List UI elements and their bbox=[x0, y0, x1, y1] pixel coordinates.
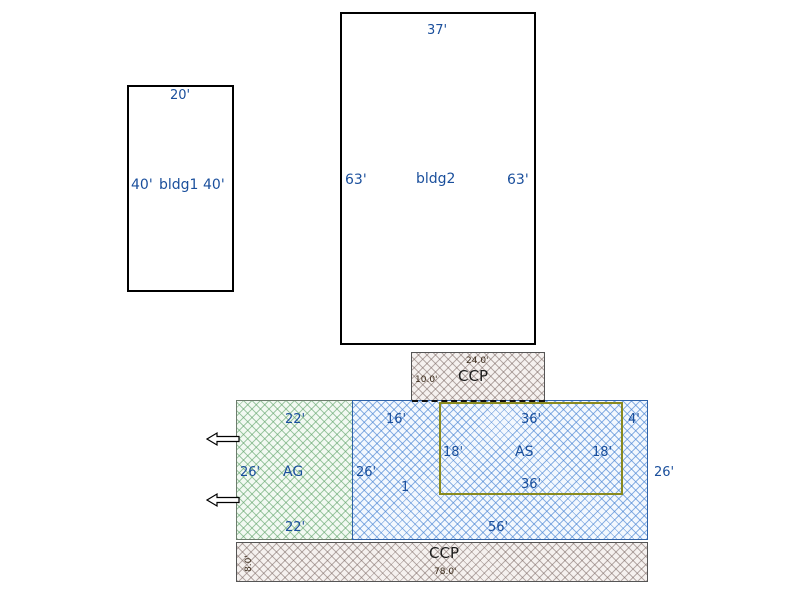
bottom-ccp-region bbox=[236, 542, 648, 582]
bldg1-top-dimension: 20' bbox=[170, 88, 191, 103]
building-bldg2 bbox=[340, 12, 536, 345]
ag-left-dimension: 26' bbox=[240, 465, 261, 480]
bottom-ccp-label: CCP bbox=[429, 544, 459, 562]
bldg2-right-dimension: 63' bbox=[507, 172, 529, 188]
ag-bottom-dimension: 22' bbox=[285, 520, 306, 535]
access-arrow-top bbox=[206, 431, 240, 447]
blue-region-1 bbox=[352, 400, 648, 540]
top-ccp-top-dimension: 24.0' bbox=[466, 356, 489, 366]
access-arrow-bottom bbox=[206, 492, 240, 508]
bottom-ccp-left-dimension: 8.0' bbox=[244, 555, 254, 572]
blue-left-dimension: 26' bbox=[356, 465, 377, 480]
as-region bbox=[439, 402, 623, 495]
bldg1-left-dimension: 40' bbox=[131, 177, 153, 193]
blue-top-right-dimension: 4' bbox=[628, 412, 640, 427]
ag-region bbox=[236, 400, 353, 540]
ag-label: AG bbox=[283, 464, 304, 480]
bldg1-right-dimension: 40' bbox=[203, 177, 225, 193]
blue-right-dimension: 26' bbox=[654, 465, 675, 480]
bldg2-label: bldg2 bbox=[416, 171, 456, 187]
ag-top-dimension: 22' bbox=[285, 412, 306, 427]
as-ccp-dashed-edge bbox=[412, 400, 545, 402]
top-ccp-left-dimension: 10.0' bbox=[415, 375, 438, 385]
as-top-dimension: 36' bbox=[521, 412, 542, 427]
blue-top-dimension: 16' bbox=[386, 412, 407, 427]
top-ccp-region bbox=[411, 352, 545, 401]
bottom-ccp-bottom-dimension: 78.0' bbox=[434, 567, 457, 577]
blue-bottom-dimension: 56' bbox=[488, 520, 509, 535]
as-left-dimension: 18' bbox=[443, 445, 464, 460]
as-bottom-dimension: 36' bbox=[521, 477, 542, 492]
bldg1-label: bldg1 bbox=[159, 177, 199, 193]
blue-region-label: 1 bbox=[401, 480, 410, 495]
building-bldg1 bbox=[127, 85, 234, 292]
top-ccp-label: CCP bbox=[458, 367, 488, 385]
as-label: AS bbox=[515, 444, 534, 460]
bldg2-left-dimension: 63' bbox=[345, 172, 367, 188]
as-right-dimension: 18' bbox=[592, 445, 613, 460]
bldg2-top-dimension: 37' bbox=[427, 23, 448, 38]
